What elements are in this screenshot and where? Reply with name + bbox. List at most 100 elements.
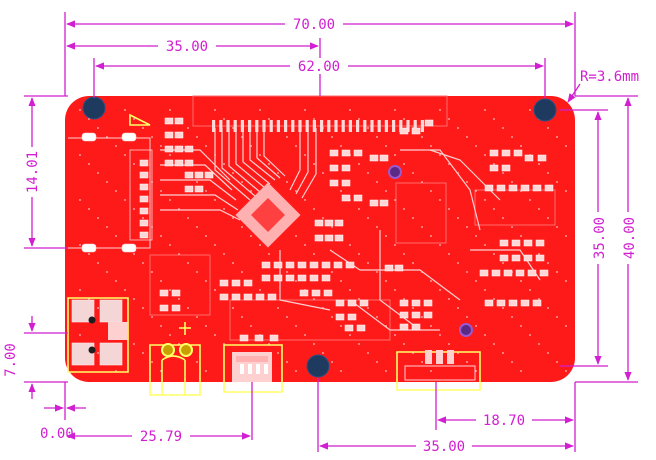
via	[529, 289, 531, 291]
smd-pad	[285, 274, 295, 282]
via	[538, 343, 540, 345]
via	[277, 352, 279, 354]
smd-pad	[184, 145, 194, 153]
via	[466, 136, 468, 138]
via	[385, 370, 387, 372]
via	[259, 289, 261, 291]
dim-hole-to-center: 35.00	[166, 39, 208, 55]
via	[97, 217, 99, 219]
connector-pad	[420, 120, 424, 132]
via	[259, 154, 261, 156]
usb-connector	[232, 352, 272, 382]
via	[493, 343, 495, 345]
via	[115, 235, 117, 237]
via	[565, 280, 567, 282]
smd-pad	[341, 164, 351, 172]
connector-pad	[298, 120, 302, 132]
via	[196, 271, 198, 273]
via	[439, 154, 441, 156]
via	[223, 253, 225, 255]
via	[241, 226, 243, 228]
via	[106, 271, 108, 273]
smd-pad	[347, 313, 357, 321]
smd-pad	[174, 145, 184, 153]
smd-pad	[532, 184, 542, 192]
smd-pad	[369, 154, 379, 162]
smd-pad	[174, 159, 184, 167]
smd-pad	[369, 199, 379, 207]
via	[367, 217, 369, 219]
via	[421, 316, 423, 318]
connector-pad	[406, 120, 410, 132]
smd-pad	[219, 293, 229, 301]
via	[178, 298, 180, 300]
smd-pad	[309, 274, 319, 282]
via	[466, 226, 468, 228]
via	[502, 262, 504, 264]
smd-pad	[511, 254, 521, 262]
via	[556, 181, 558, 183]
via	[250, 325, 252, 327]
smd-pad	[243, 293, 253, 301]
smd-pad	[273, 274, 283, 282]
smd-pad	[239, 334, 249, 342]
smd-pad	[411, 323, 421, 331]
smd-pad	[139, 183, 149, 191]
via	[448, 298, 450, 300]
via	[358, 163, 360, 165]
smd-pad	[139, 159, 149, 167]
via	[241, 316, 243, 318]
via	[313, 253, 315, 255]
via	[502, 172, 504, 174]
via	[304, 244, 306, 246]
via	[295, 280, 297, 282]
via	[106, 226, 108, 228]
via	[403, 253, 405, 255]
smd-pad	[344, 324, 354, 332]
via	[169, 154, 171, 156]
smd-pad	[501, 164, 511, 172]
via	[394, 289, 396, 291]
via	[214, 334, 216, 336]
smd-pad	[299, 289, 309, 297]
via	[529, 109, 531, 111]
via	[484, 109, 486, 111]
via	[448, 343, 450, 345]
via	[403, 343, 405, 345]
via	[79, 289, 81, 291]
connector-pad	[248, 120, 252, 132]
via	[304, 334, 306, 336]
smd-pad	[532, 299, 542, 307]
via	[331, 316, 333, 318]
smd-pad	[335, 313, 345, 321]
mounting-hole-top-right	[533, 98, 557, 122]
via	[538, 253, 540, 255]
via	[79, 109, 81, 111]
via	[133, 253, 135, 255]
via	[475, 370, 477, 372]
smd-pad	[164, 131, 174, 139]
via	[331, 361, 333, 363]
via	[349, 334, 351, 336]
smd-pad	[184, 171, 194, 179]
via	[124, 199, 126, 201]
via	[124, 289, 126, 291]
via	[376, 271, 378, 273]
via	[475, 325, 477, 327]
smd-pad	[321, 261, 331, 269]
via	[556, 271, 558, 273]
via	[214, 289, 216, 291]
via	[331, 226, 333, 228]
smd-pad	[285, 261, 295, 269]
smd-pad	[139, 219, 149, 227]
via	[547, 352, 549, 354]
via	[421, 226, 423, 228]
smd-pad	[515, 269, 525, 277]
via	[385, 235, 387, 237]
smd-pad	[496, 299, 506, 307]
dim-right-offset: 18.70	[483, 413, 525, 429]
via	[493, 208, 495, 210]
smd-pad	[297, 261, 307, 269]
via	[160, 235, 162, 237]
smd-pad	[309, 261, 319, 269]
